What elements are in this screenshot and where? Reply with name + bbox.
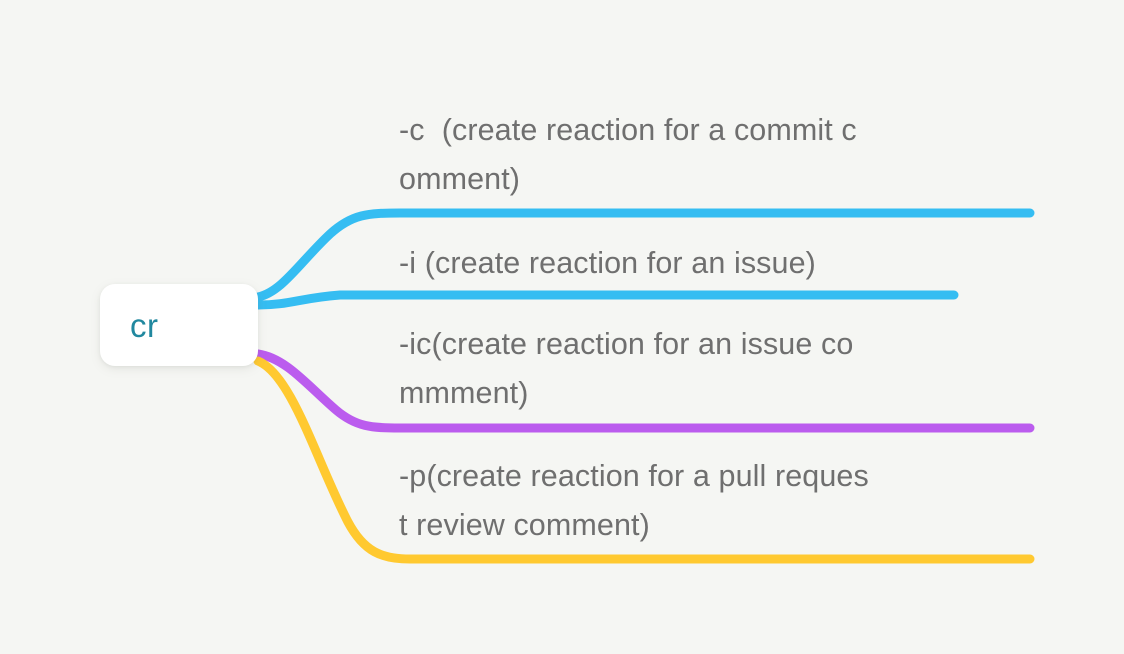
connector-i xyxy=(253,290,959,310)
branch-label-i[interactable]: -i (create reaction for an issue) xyxy=(399,246,816,280)
branch-label-c[interactable]: -c (create reaction for a commit c ommen… xyxy=(399,113,857,196)
root-node[interactable]: cr xyxy=(100,284,258,366)
branch-label-p[interactable]: -p(create reaction for a pull reques t r… xyxy=(399,459,869,542)
branch-label-ic[interactable]: -ic(create reaction for an issue co mmme… xyxy=(399,327,854,410)
root-node-label: cr xyxy=(130,306,159,344)
